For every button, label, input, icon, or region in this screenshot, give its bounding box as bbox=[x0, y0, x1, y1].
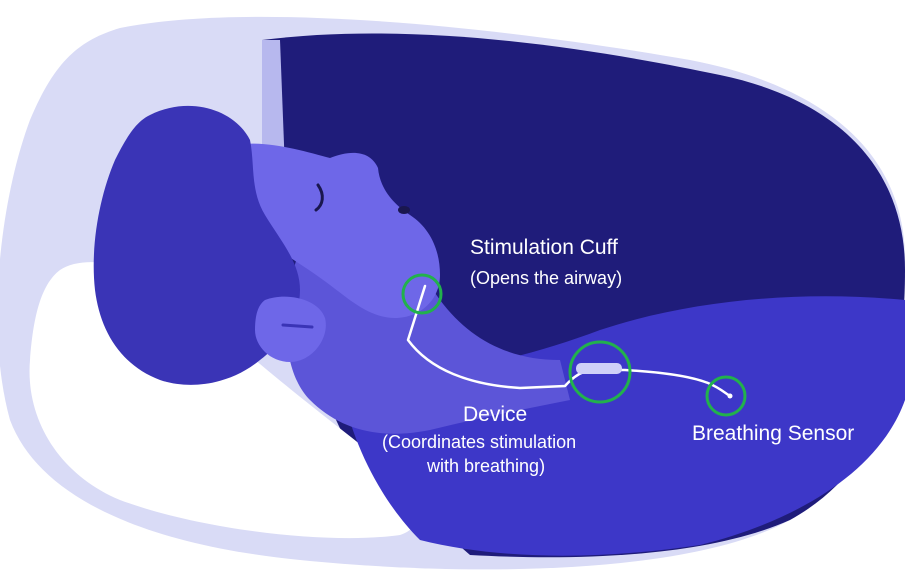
stimulation-cuff-caption: (Opens the airway) bbox=[470, 268, 622, 289]
device-caption-line1: (Coordinates stimulation bbox=[382, 432, 576, 453]
ear-detail bbox=[283, 325, 312, 327]
device-caption-line2: with breathing) bbox=[427, 456, 545, 477]
device-label: Device bbox=[463, 403, 527, 427]
nostril bbox=[398, 206, 410, 214]
sensor-tip bbox=[728, 394, 733, 399]
device-body bbox=[576, 363, 622, 374]
breathing-sensor-label: Breathing Sensor bbox=[692, 422, 854, 446]
stimulation-cuff-label: Stimulation Cuff bbox=[470, 236, 618, 260]
